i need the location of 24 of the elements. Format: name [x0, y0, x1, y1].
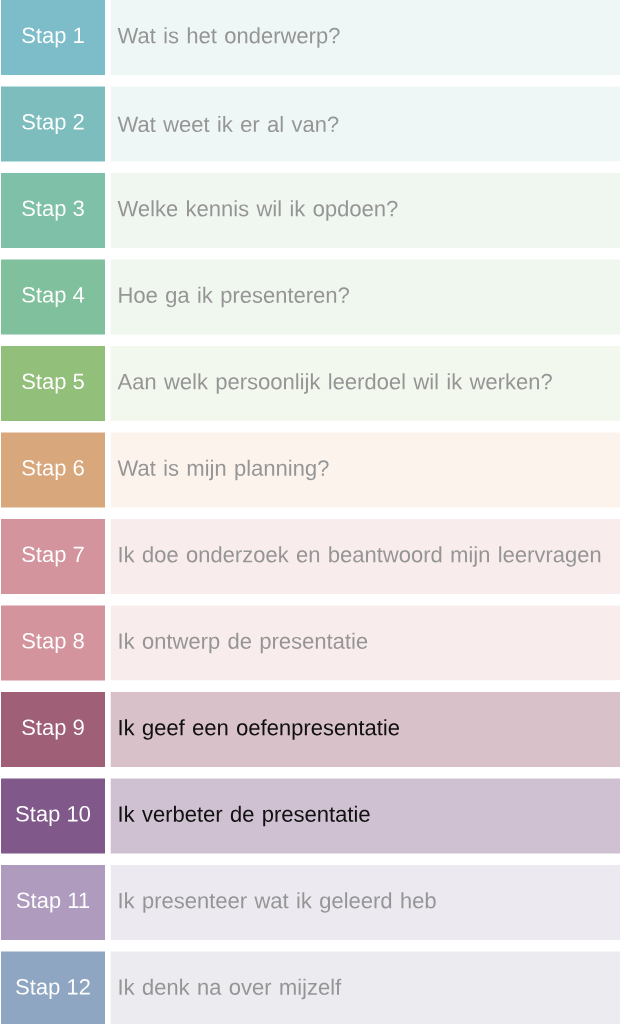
- question-box: Ik geef een oefenpresentatie: [110, 692, 620, 767]
- question-box: Wat is het onderwerp?: [110, 0, 620, 75]
- step-box: Stap 7: [1, 519, 105, 594]
- question-box: Ik ontwerp de presentatie: [110, 605, 620, 681]
- question-box: Ik presenteer wat ik geleerd heb: [110, 865, 620, 940]
- step-box: Stap 9: [1, 692, 105, 767]
- step-box: Stap 11: [1, 865, 105, 940]
- step-box: Stap 3: [1, 173, 105, 248]
- question-box: Ik verbeter de presentatie: [110, 778, 620, 854]
- step-box: Stap 6: [1, 432, 105, 508]
- question-box: Welke kennis wil ik opdoen?: [110, 173, 620, 248]
- question-box: Ik doe onderzoek en beantwoord mijn leervragen: [110, 519, 620, 594]
- question-box: Wat weet ik er al van?: [110, 86, 620, 162]
- question-box: Ik denk na over mijzelf: [110, 951, 620, 1024]
- question-box: Hoe ga ik presenteren?: [110, 259, 620, 335]
- step-box: Stap 8: [1, 605, 105, 681]
- step-box: Stap 5: [1, 346, 105, 421]
- step-box: Stap 1: [1, 0, 105, 75]
- step-box: Stap 12: [1, 951, 105, 1024]
- step-box: Stap 10: [1, 778, 105, 854]
- question-box: Aan welk persoonlijk leerdoel wil ik werken?: [110, 346, 620, 421]
- question-box: Wat is mijn planning?: [110, 432, 620, 508]
- step-box: Stap 2: [1, 86, 105, 162]
- step-box: Stap 4: [1, 259, 105, 335]
